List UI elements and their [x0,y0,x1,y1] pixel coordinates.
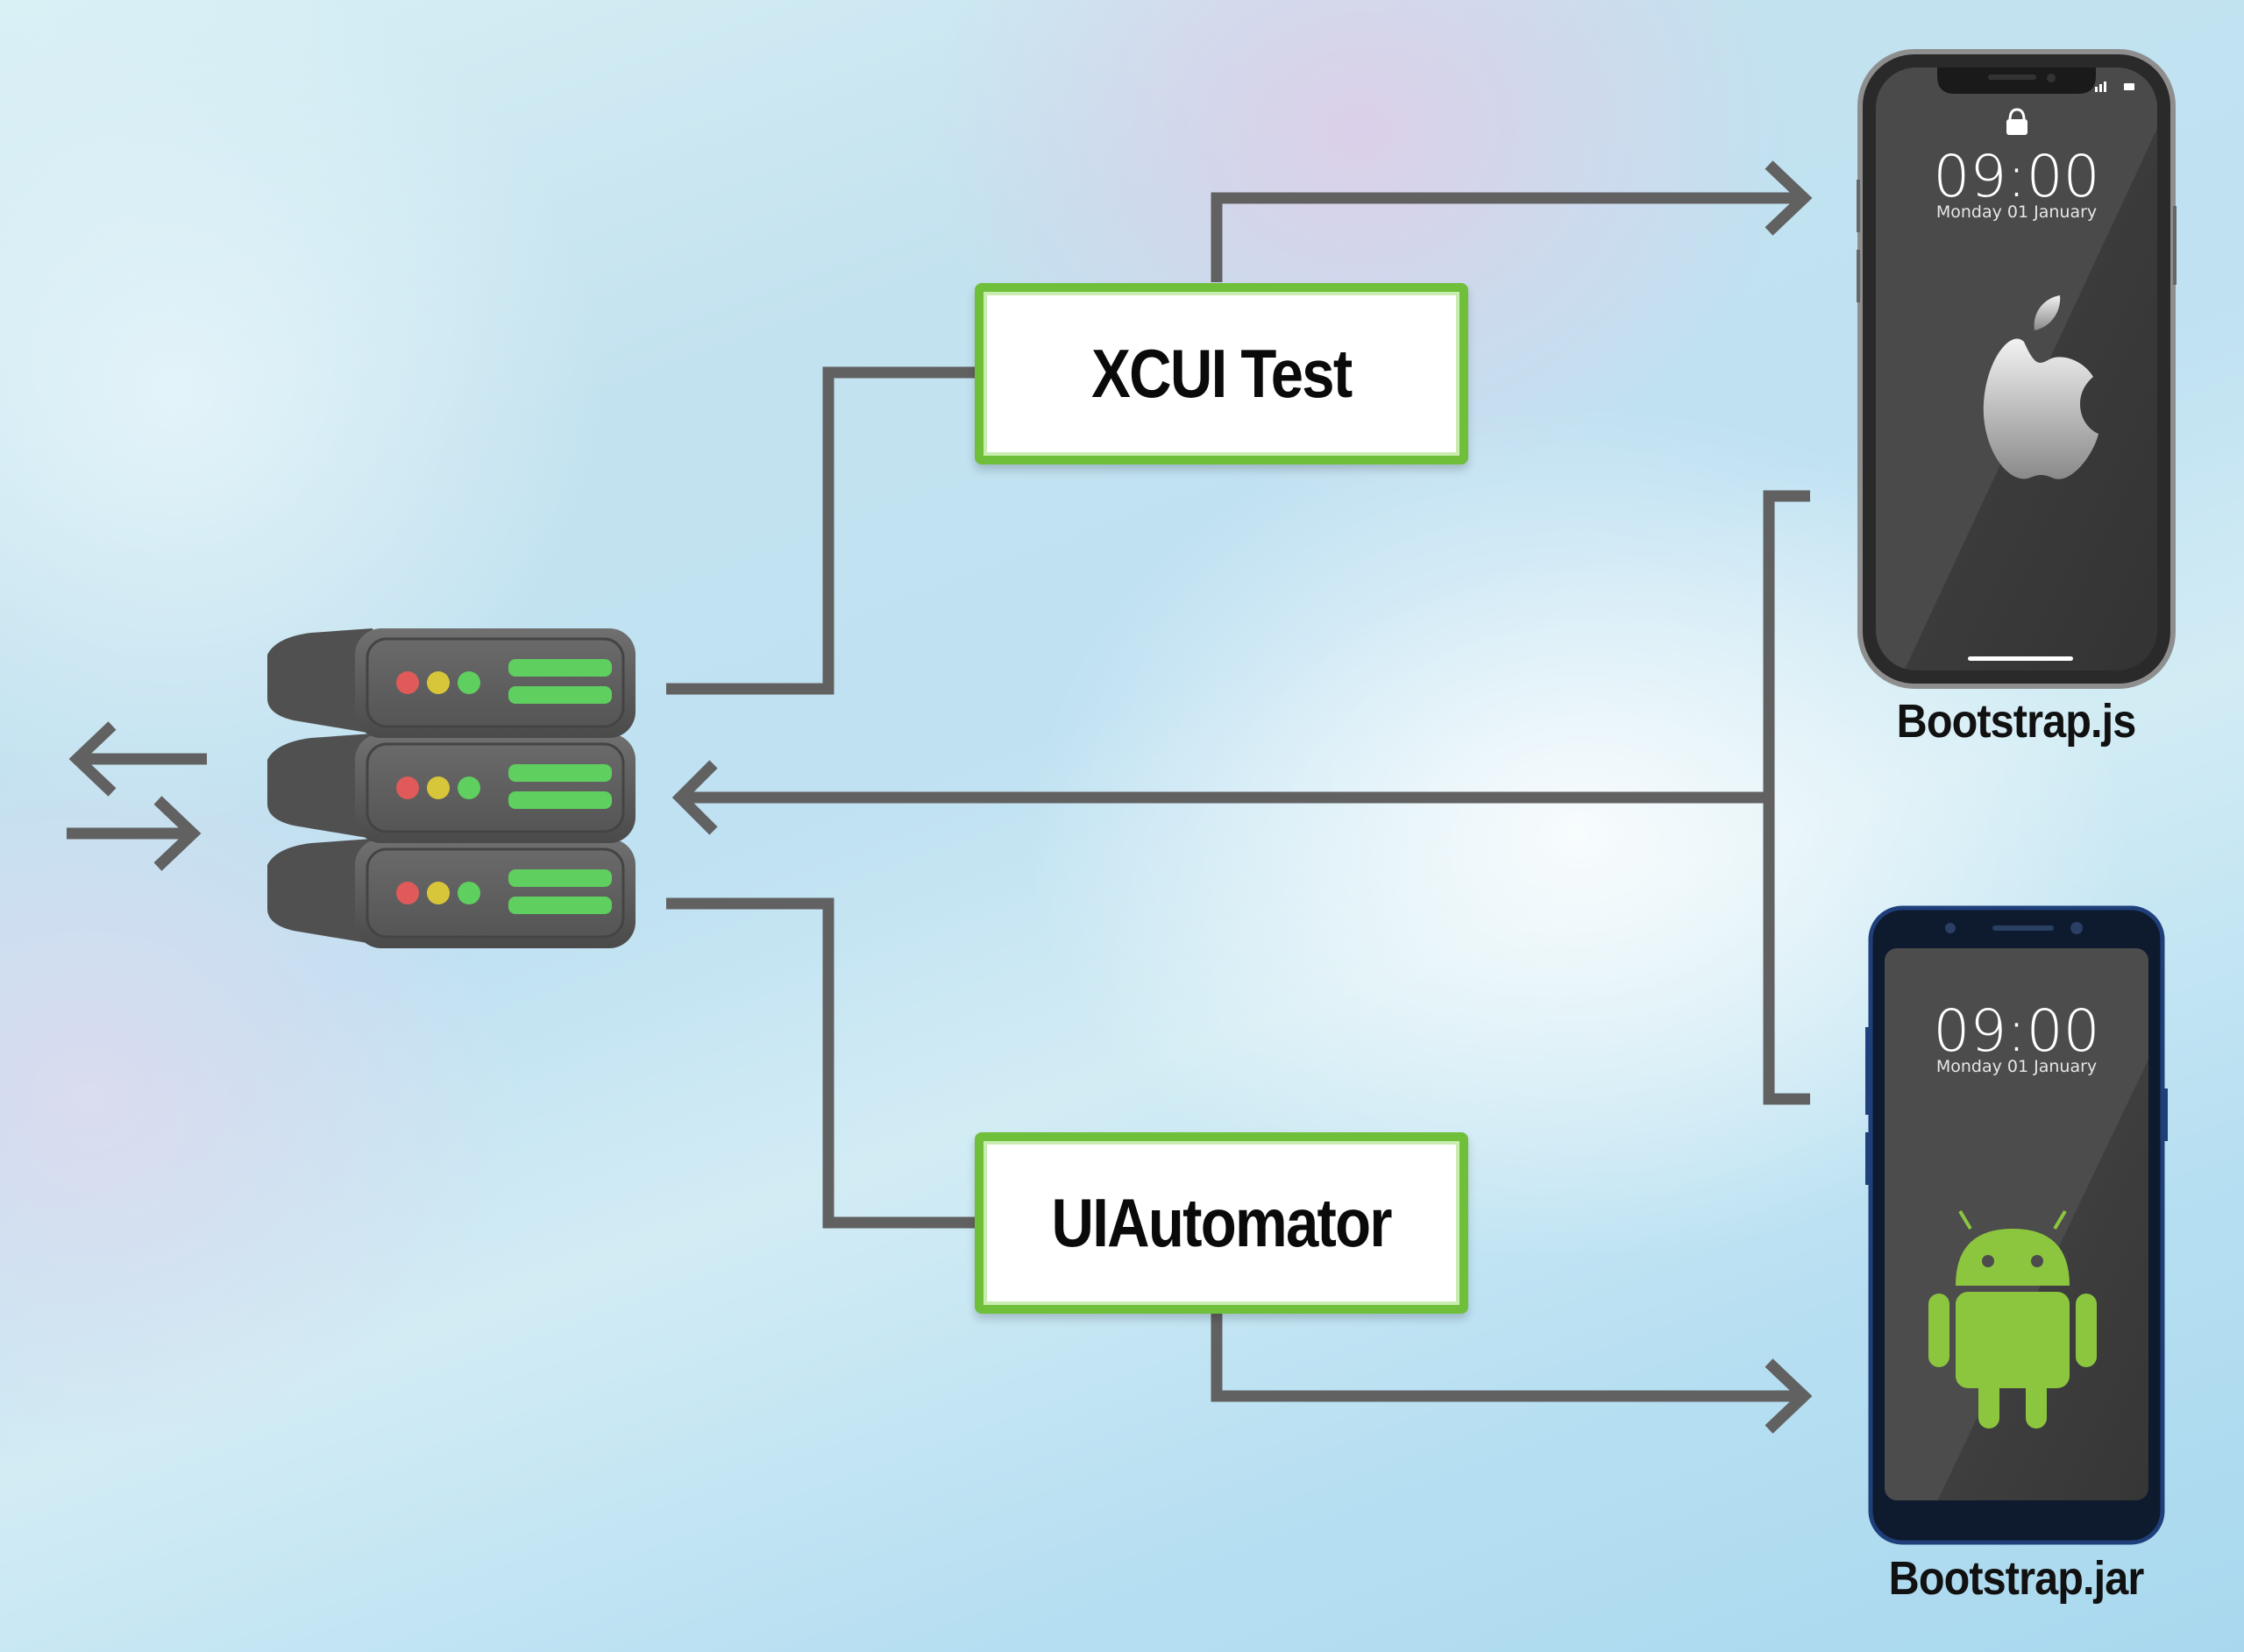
android-bootstrap-caption: Bootstrap.jar [1858,1551,2174,1606]
android-date: Monday 01 January [1865,1057,2168,1076]
uiautomator-node: UIAutomator [975,1132,1468,1314]
xcui-test-label: XCUI Test [1091,334,1351,414]
exchange-arrows-icon [67,726,207,867]
xcui-to-iphone-connector [1217,198,1797,282]
server-to-uiautomator-connector [666,904,977,1223]
uiautomator-to-android-connector [1217,1308,1797,1396]
iphone-date: Monday 01 January [1857,202,2177,222]
server-unit-middle [267,734,636,843]
server-to-xcui-connector [666,372,977,689]
android-clock: 09:00 [1865,997,2168,1065]
android-device: 09:00 Monday 01 January [1865,904,2168,1546]
server-unit-bottom [267,839,636,948]
uiautomator-label: UIAutomator [1052,1183,1391,1263]
xcui-test-node: XCUI Test [975,283,1468,464]
iphone-clock: 09:00 [1857,143,2177,210]
ios-bootstrap-caption: Bootstrap.js [1858,694,2174,748]
iphone-device: 09:00 Monday 01 January [1857,48,2177,690]
server-unit-top [267,628,636,738]
response-bracket [1769,496,1810,1099]
server-icon [259,624,644,970]
